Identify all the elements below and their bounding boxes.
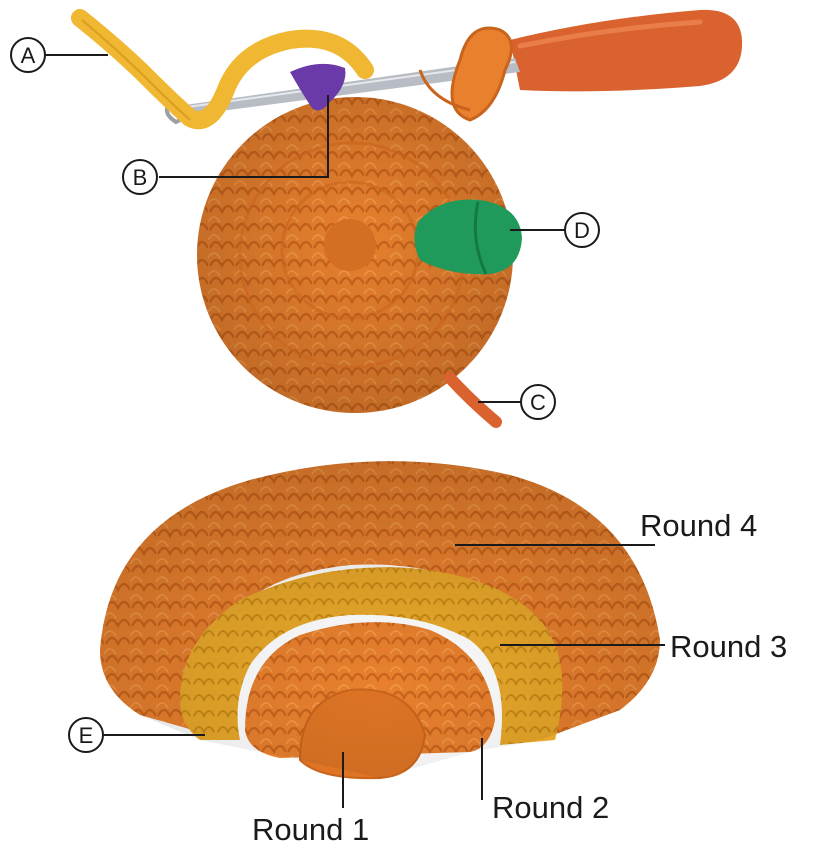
callout-b: B <box>123 160 157 194</box>
label-round-2: Round 2 <box>492 790 609 825</box>
callout-c-letter: C <box>530 390 546 415</box>
label-round-4: Round 4 <box>640 508 757 543</box>
green-stitch-marker <box>414 199 522 274</box>
callout-c: C <box>521 385 555 419</box>
crochet-circle-top <box>80 10 742 422</box>
crochet-half-disc <box>100 461 660 778</box>
label-round-3: Round 3 <box>670 629 787 664</box>
callout-e-letter: E <box>79 723 94 748</box>
callout-b-letter: B <box>133 165 148 190</box>
callout-d: D <box>565 213 599 247</box>
callout-d-letter: D <box>574 218 590 243</box>
callout-e: E <box>69 718 103 752</box>
crochet-hook-handle <box>510 10 742 91</box>
starting-tail <box>450 378 496 422</box>
callout-a-letter: A <box>21 43 36 68</box>
callout-a: A <box>11 38 45 72</box>
label-round-1: Round 1 <box>252 812 369 847</box>
